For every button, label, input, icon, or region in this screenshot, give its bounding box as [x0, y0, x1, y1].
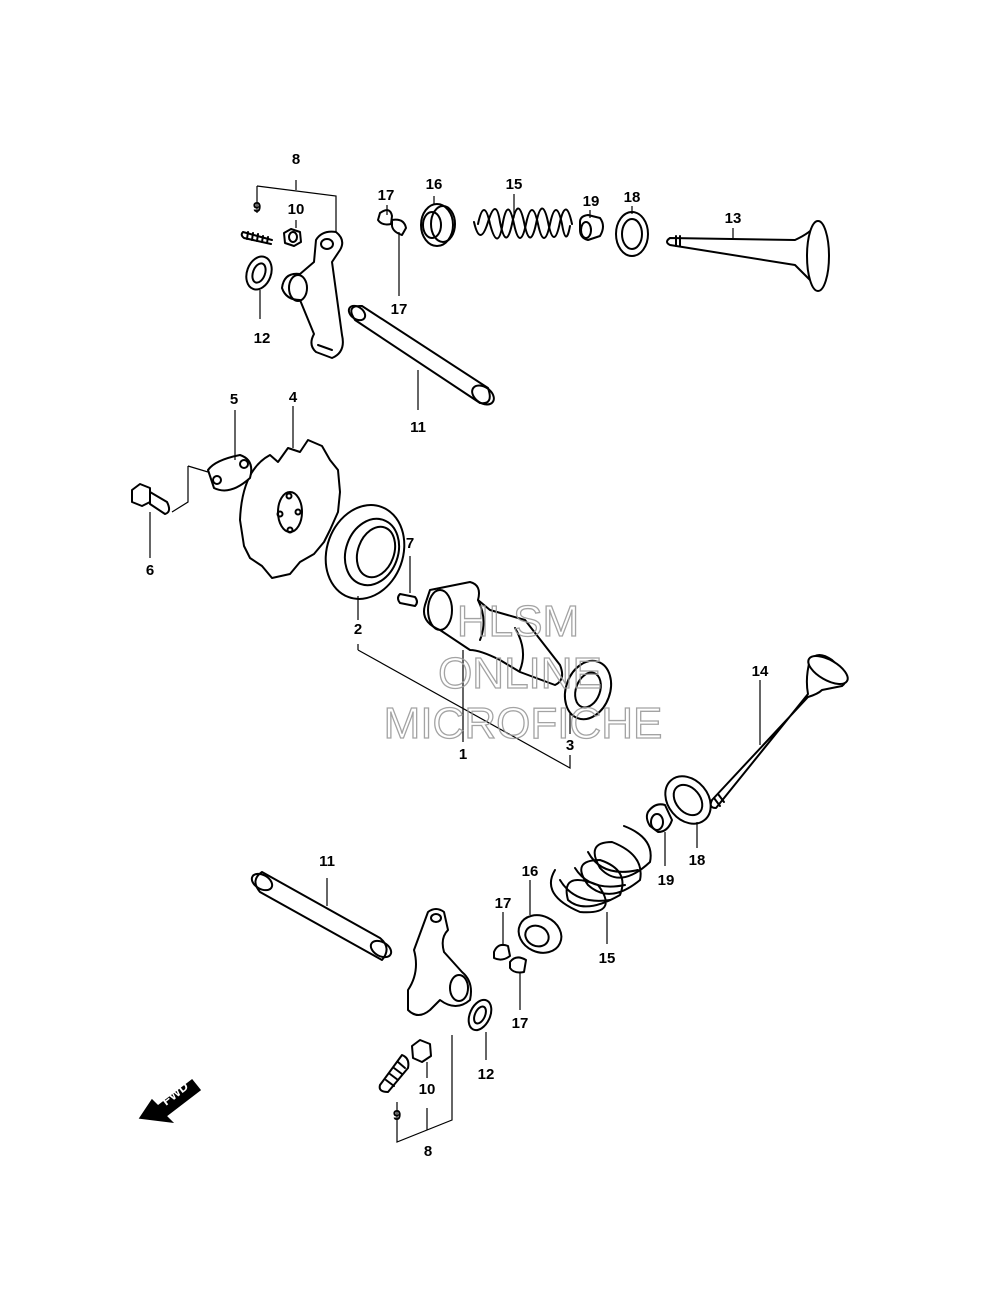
callout-18-bottom: 18 [689, 852, 706, 869]
callout-8-bottom: 8 [424, 1143, 432, 1160]
rocker-shaft-bottom [250, 871, 393, 961]
rocker-arm-top [281, 230, 344, 359]
callout-8-top: 8 [292, 151, 300, 168]
callout-15-top: 15 [506, 176, 523, 193]
callout-13: 13 [725, 210, 742, 227]
camshaft-bearing-left [324, 504, 406, 600]
callout-7: 7 [406, 535, 414, 552]
spring-seat-bottom [664, 775, 712, 825]
intake-valve-top [666, 220, 830, 292]
washer-top [245, 255, 273, 291]
valve-stem-seal-bottom [645, 803, 673, 833]
callout-12-bottom: 12 [478, 1066, 495, 1083]
spring-retainer-bottom [517, 914, 563, 954]
sprocket-bolt [131, 483, 171, 515]
adjuster-screw-bottom [378, 1054, 410, 1093]
callout-19-top: 19 [583, 193, 600, 210]
cam-sprocket [239, 439, 341, 579]
callout-18-top: 18 [624, 189, 641, 206]
valve-cotters-top [377, 209, 407, 236]
sprocket-lock-plate [207, 454, 253, 492]
callout-9-bottom: 9 [393, 1107, 401, 1124]
adjuster-screw-top [240, 231, 273, 245]
rocker-shaft-top [347, 304, 495, 406]
callout-17-top-b: 17 [391, 301, 408, 318]
lock-nut-bottom [411, 1039, 432, 1063]
camshaft-section [131, 439, 613, 721]
watermark-line-1: HLSM [457, 597, 579, 646]
callout-17-bottom-b: 17 [512, 1015, 529, 1032]
callout-16-top: 16 [426, 176, 443, 193]
dowel-pin [397, 593, 418, 607]
callout-12-top: 12 [254, 330, 271, 347]
callout-17-top-a: 17 [378, 187, 395, 204]
callout-6: 6 [146, 562, 154, 579]
rocker-arm-bottom [407, 908, 472, 1016]
callout-17-bottom-a: 17 [495, 895, 512, 912]
callout-10-top: 10 [288, 201, 305, 218]
callout-2: 2 [354, 621, 362, 638]
callout-1: 1 [459, 746, 467, 763]
callout-4: 4 [289, 389, 298, 406]
callout-10-bottom: 10 [419, 1081, 436, 1098]
valve-spring-top [473, 207, 573, 240]
exhaust-valve-bottom [709, 654, 849, 809]
watermark-line-3: MICROFICHE [384, 699, 663, 748]
watermark-line-2: ONLINE [438, 649, 602, 698]
camshaft-bearing-right [563, 659, 613, 721]
spring-retainer-top [420, 203, 456, 247]
callout-5: 5 [230, 391, 238, 408]
top-rocker-assembly [240, 203, 830, 406]
callout-16-bottom: 16 [522, 863, 539, 880]
valve-cotters-bottom [493, 943, 527, 974]
bottom-valve-assembly [250, 654, 849, 1093]
valve-spring-bottom [550, 825, 652, 914]
callout-9-top: 9 [253, 199, 261, 216]
callout-15-bottom: 15 [599, 950, 616, 967]
callout-19-bottom: 19 [658, 872, 675, 889]
callout-14: 14 [752, 663, 769, 680]
callout-3: 3 [566, 737, 574, 754]
callout-11-top: 11 [410, 419, 426, 436]
leader-lines [149, 180, 761, 1143]
valve-stem-seal-top [579, 214, 604, 241]
washer-bottom [467, 998, 493, 1032]
spring-seat-top [615, 211, 649, 257]
camshaft [423, 581, 564, 686]
callout-11-bottom: 11 [319, 853, 335, 870]
callout-numbers: 8 9 10 12 11 17 17 16 15 19 18 13 5 4 6 … [146, 151, 769, 1160]
forward-arrow-icon: FWD [138, 1078, 202, 1124]
lock-nut-top [283, 228, 302, 247]
watermark: HLSM ONLINE MICROFICHE [383, 596, 663, 748]
